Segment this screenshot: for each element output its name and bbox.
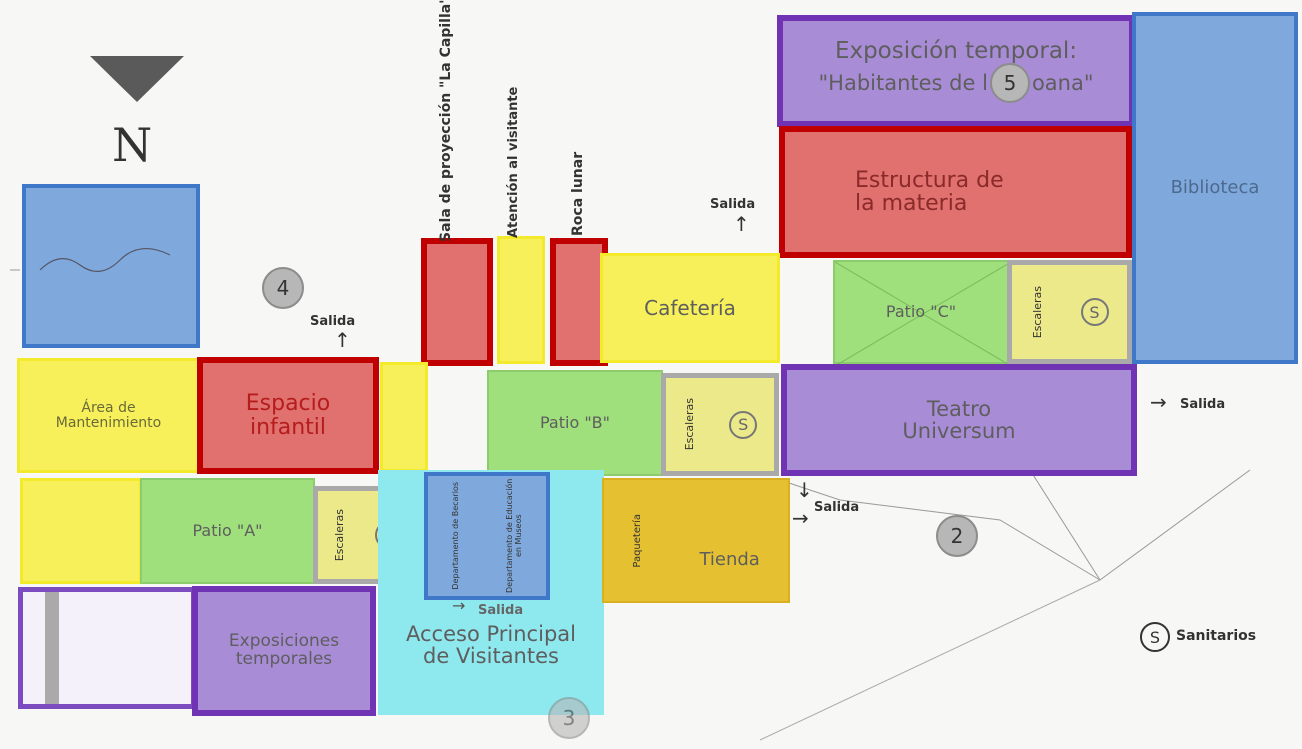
room-escaleras-c[interactable]: Escaleras S xyxy=(1007,260,1132,364)
room-label: Teatro xyxy=(926,396,992,421)
hatched-strip xyxy=(45,592,59,704)
room-label: Estructura de xyxy=(855,167,1004,193)
room-label: Biblioteca xyxy=(1170,176,1260,198)
room-left-blue-block[interactable] xyxy=(22,184,200,348)
room-exposicion-temporal-habitantes[interactable]: Exposición temporal: "Habitantes de l 5 … xyxy=(777,15,1135,127)
room-yellow-strip-left[interactable] xyxy=(20,478,142,584)
room-area-mantenimiento[interactable]: Área de Mantenimiento xyxy=(17,358,200,473)
room-label: Departamento de Becarios xyxy=(450,482,460,590)
room-patio-b[interactable]: Patio "B" xyxy=(487,370,663,476)
room-cafeteria[interactable]: Cafetería xyxy=(600,253,780,363)
room-label: Mantenimiento xyxy=(55,414,162,431)
room-patio-c[interactable]: Patio "C" xyxy=(833,260,1011,366)
exit-label: Salida xyxy=(1180,397,1226,412)
room-label: Escaleras xyxy=(682,398,696,451)
room-label: la materia xyxy=(855,191,968,216)
room-biblioteca[interactable]: Biblioteca xyxy=(1132,12,1298,364)
arrow-up-icon: ↑ xyxy=(334,328,351,352)
room-estructura-materia[interactable]: Estructura de la materia xyxy=(779,126,1132,258)
room-label: Departamento de Educación en Museos xyxy=(505,478,524,594)
room-patio-a[interactable]: Patio "A" xyxy=(140,478,315,584)
exit-label: Salida xyxy=(310,314,356,329)
room-label: Espacio xyxy=(245,391,331,417)
marker-2: 2 xyxy=(936,515,978,557)
room-espacio-infantil[interactable]: Espacio infantil xyxy=(197,357,379,474)
room-escaleras-b[interactable]: Escaleras S xyxy=(661,373,779,476)
handwritten-scribble xyxy=(39,248,171,272)
room-label: oana" xyxy=(1031,71,1094,96)
room-label: Paquetería xyxy=(632,513,644,568)
marker-4: 4 xyxy=(262,267,304,309)
room-label: Tienda xyxy=(699,549,760,571)
arrow-right-icon: → xyxy=(1150,390,1167,414)
label-sala-proyeccion: Sala de proyección "La Capilla" xyxy=(438,0,454,242)
room-label: Acceso Principal xyxy=(406,621,576,646)
room-atencion-visitante[interactable] xyxy=(497,236,545,364)
room-label: Escaleras xyxy=(1030,285,1044,339)
room-label: Patio "A" xyxy=(192,520,263,540)
room-label: Cafetería xyxy=(644,295,736,320)
room-label: Universum xyxy=(902,419,1016,443)
room-exposiciones-temporales[interactable]: Exposiciones temporales xyxy=(192,586,376,716)
room-label: Patio "B" xyxy=(539,412,611,432)
label-atencion: Atención al visitante xyxy=(506,86,521,238)
legend-sanitary-icon: S xyxy=(1140,622,1170,652)
room-label: Patio "C" xyxy=(885,301,957,321)
north-label: N xyxy=(112,118,153,172)
marker-3: 3 xyxy=(548,697,590,739)
room-label: Exposición temporal: xyxy=(834,37,1078,64)
room-tienda[interactable]: Paquetería Tienda xyxy=(602,478,790,603)
exit-label: Salida xyxy=(478,603,524,618)
arrow-right-icon: → xyxy=(452,596,466,615)
exit-label: Salida xyxy=(814,500,860,515)
room-label: temporales xyxy=(235,649,333,669)
patio-cross-icon xyxy=(835,262,1011,366)
room-label: Área de xyxy=(81,399,136,416)
arrow-down-icon: ↓ xyxy=(796,478,813,502)
room-label: Exposiciones xyxy=(228,631,340,652)
north-arrow-icon xyxy=(90,56,184,102)
marker-5: 5 xyxy=(989,63,1030,104)
room-label: infantil xyxy=(249,414,327,440)
sanitary-icon: S xyxy=(1080,298,1109,326)
room-stair-connector[interactable] xyxy=(380,362,428,472)
exit-label: Salida xyxy=(710,197,756,212)
room-sala-proyeccion[interactable] xyxy=(421,238,493,366)
sanitary-icon: S xyxy=(729,410,758,439)
legend-label: Sanitarios xyxy=(1176,628,1257,644)
label-roca-lunar: Roca lunar xyxy=(570,151,586,236)
room-label: de Visitantes xyxy=(423,643,559,668)
room-label: "Habitantes de l xyxy=(818,71,988,96)
arrow-right-icon: → xyxy=(792,506,809,530)
arrow-up-icon: ↑ xyxy=(733,212,750,236)
room-departamentos[interactable]: Departamento de Becarios Departamento de… xyxy=(424,472,550,600)
room-label: Escaleras xyxy=(332,508,346,562)
room-teatro-universum[interactable]: Teatro Universum xyxy=(781,364,1137,476)
